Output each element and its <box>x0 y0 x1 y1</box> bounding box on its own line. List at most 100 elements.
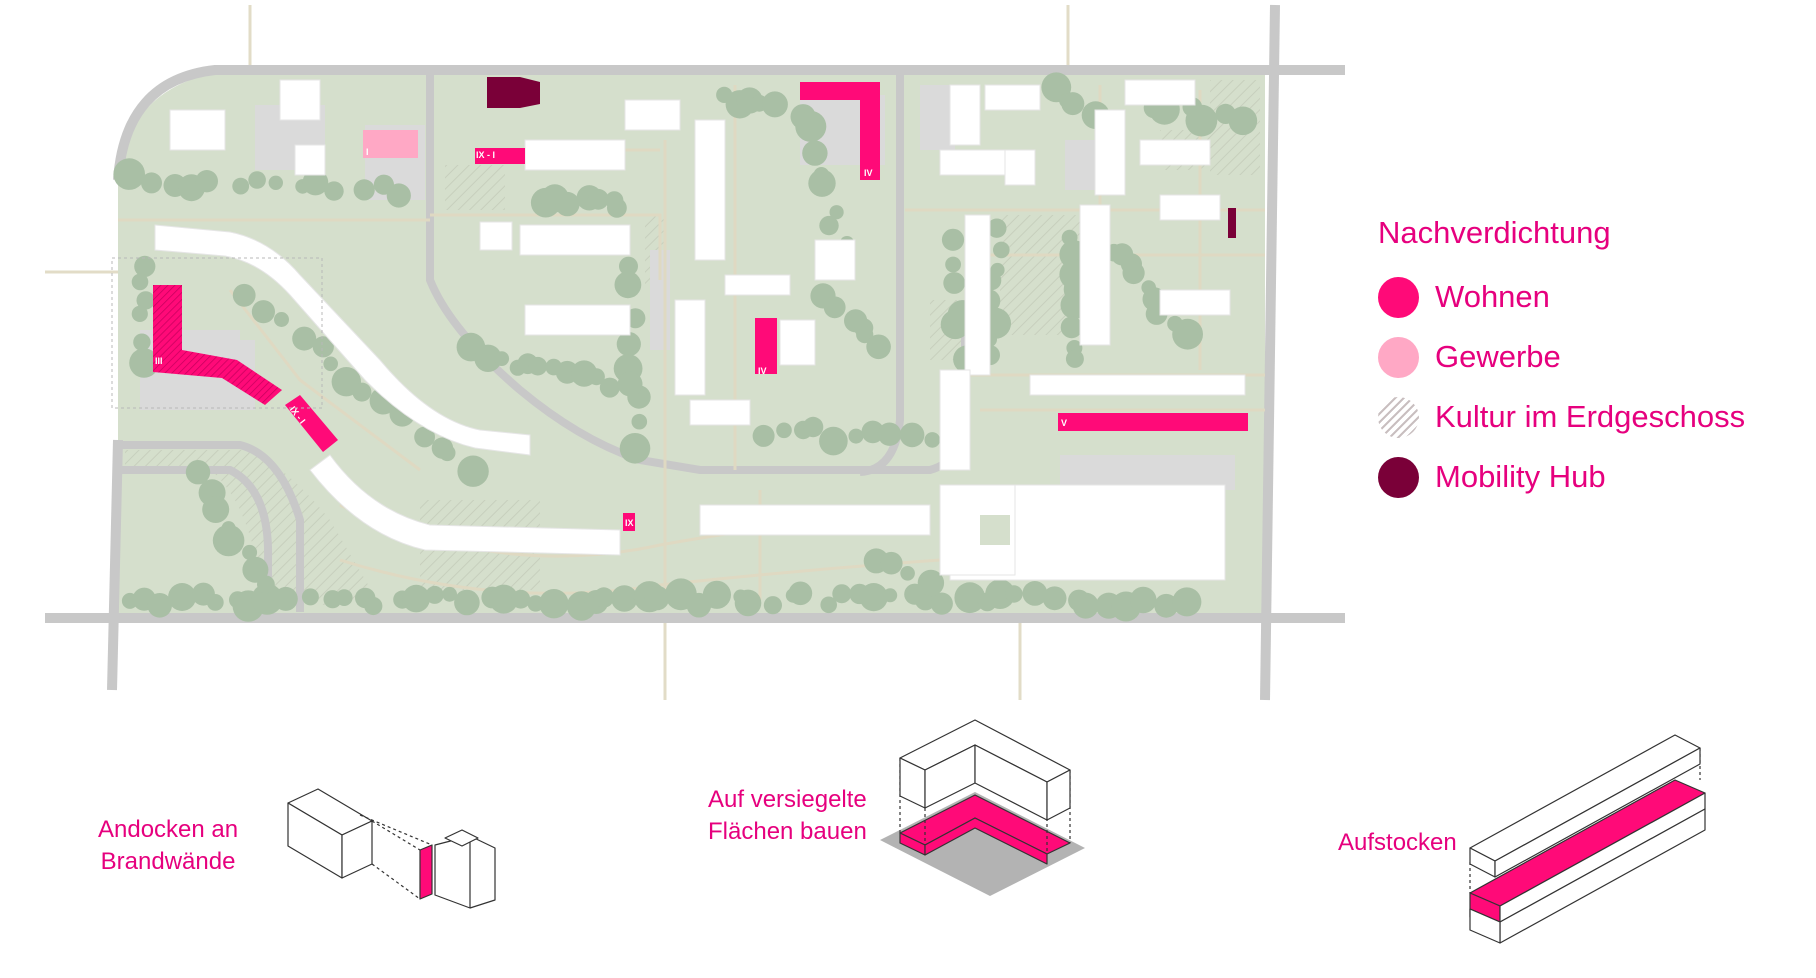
tree-icon <box>1042 586 1067 611</box>
tree-icon <box>924 432 941 448</box>
tree-icon <box>1172 587 1202 617</box>
tree-icon <box>414 426 435 448</box>
tree-icon <box>880 551 903 575</box>
tree-icon <box>900 566 915 581</box>
diagram-raising <box>1469 734 1706 944</box>
diagram-docking <box>287 788 496 909</box>
legend-label: Gewerbe <box>1435 339 1561 374</box>
tree-icon <box>232 177 250 195</box>
mobility-hub-building <box>487 77 540 108</box>
tree-icon <box>251 583 283 615</box>
tree-icon <box>1005 585 1023 603</box>
tree-icon <box>930 592 953 615</box>
legend-item-kultur: Kultur im Erdgeschoss <box>1378 387 1778 447</box>
tree-icon <box>619 433 651 464</box>
tree-icon <box>457 455 489 487</box>
caption-line: Auf versiegelte <box>708 786 867 813</box>
tree-icon <box>454 589 480 616</box>
tree-icon <box>474 344 502 372</box>
new-commercial-building <box>363 130 418 158</box>
tree-icon <box>1072 592 1099 619</box>
tree-icon <box>195 170 218 193</box>
tree-icon <box>1129 586 1157 614</box>
tree-icon <box>402 584 431 613</box>
tree-icon <box>644 585 670 611</box>
mobility-hub-small <box>1228 208 1236 238</box>
focus-outline <box>111 257 323 409</box>
tree-icon <box>940 309 970 340</box>
legend-label: Mobility Hub <box>1435 459 1606 494</box>
tree-icon <box>1065 349 1084 368</box>
diagram-sealed-surfaces <box>880 719 1085 896</box>
tree-icon <box>1022 581 1048 606</box>
tree-icon <box>823 296 846 319</box>
new-housing-buildings <box>153 82 1248 531</box>
tree-icon <box>131 305 148 322</box>
tree-icon <box>1185 104 1218 137</box>
tree-icon <box>832 584 852 604</box>
tree-icon <box>257 575 275 594</box>
tree-icon <box>1060 316 1083 339</box>
tree-icon <box>859 583 888 612</box>
label-housing-IX: IX <box>625 518 634 528</box>
tree-icon <box>302 169 329 196</box>
tree-icon <box>439 444 456 462</box>
tree-icon <box>129 348 159 378</box>
tree-icon <box>251 300 275 324</box>
tree-icon <box>819 215 839 236</box>
caption-line: Aufstocken <box>1338 829 1457 856</box>
tree-icon <box>312 336 334 358</box>
tree-icon <box>848 428 864 444</box>
tree-icon <box>617 371 643 397</box>
tree-icon <box>301 588 319 606</box>
tree-icon <box>943 272 966 294</box>
tree-icon <box>202 496 230 523</box>
tree-icon <box>206 594 224 611</box>
tree-icon <box>528 356 548 376</box>
tree-icon <box>856 326 874 344</box>
tree-icon <box>808 169 836 197</box>
tree-icon <box>323 356 339 372</box>
caption-line: Andocken an <box>98 816 239 843</box>
tree-icon <box>593 587 614 608</box>
curved-slab-building-south <box>309 454 621 556</box>
legend-title: Nachverdichtung <box>1378 215 1611 250</box>
label-housing-III: III <box>155 356 163 366</box>
tree-icon <box>587 188 609 210</box>
tree-icon <box>883 588 898 603</box>
tree-icon <box>353 179 375 201</box>
tree-icon <box>917 569 945 597</box>
tree-icon <box>941 228 965 251</box>
tree-icon <box>386 183 411 208</box>
gewerbe-circle-icon <box>1378 336 1419 378</box>
tree-icon <box>614 271 642 299</box>
tree-icon <box>611 585 638 612</box>
tree-icon <box>134 255 156 277</box>
tree-icon <box>802 416 824 438</box>
tree-icon <box>1122 261 1145 285</box>
tree-icon <box>945 256 961 273</box>
tree-icon <box>605 191 624 210</box>
tree-icon <box>877 422 902 446</box>
tree-icon <box>1175 326 1197 348</box>
tree-icon <box>752 424 775 447</box>
caption-line: Flächen bauen <box>708 818 867 845</box>
tree-icon <box>587 368 605 386</box>
hatched-circle-icon <box>1378 396 1419 438</box>
legend: Nachverdichtung Wohnen Gewerbe Kultur im… <box>1378 215 1778 507</box>
legend-item-gewerbe: Gewerbe <box>1378 327 1778 387</box>
courtyard <box>980 515 1010 545</box>
legend-label: Wohnen <box>1435 279 1550 314</box>
tree-icon <box>599 377 620 398</box>
caption-sealed-surfaces: Auf versiegelte Flächen bauen <box>708 784 867 848</box>
tree-icon <box>212 524 245 557</box>
tree-icon <box>324 181 344 201</box>
caption-docking: Andocken an Brandwände <box>98 814 238 878</box>
tree-icon <box>866 334 891 360</box>
tree-icon <box>511 589 531 609</box>
tree-icon <box>141 172 162 194</box>
curved-slab-building <box>154 224 531 456</box>
tree-icon <box>776 422 792 439</box>
tree-icon <box>899 422 925 448</box>
tree-icon <box>829 205 844 220</box>
